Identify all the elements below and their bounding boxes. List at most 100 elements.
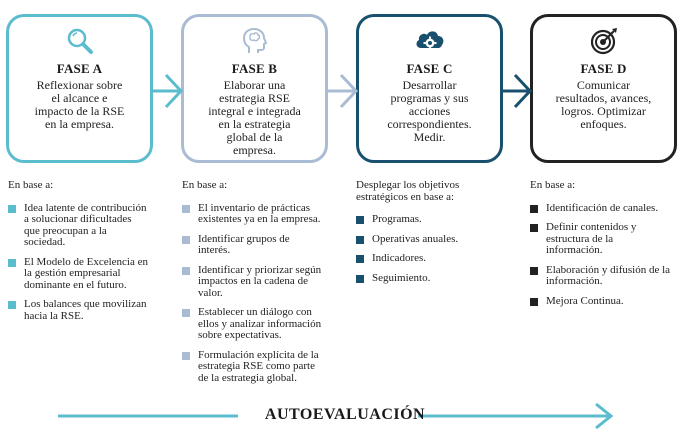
description-line: en la empresa.: [45, 117, 114, 131]
square-bullet-icon: [182, 266, 190, 275]
square-bullet-icon: [8, 204, 16, 213]
list-item-line: Formulación explícita de la: [198, 348, 319, 361]
list-item-line: ellos y analizar información: [198, 317, 322, 330]
target-icon: [533, 26, 674, 56]
square-bullet-icon: [8, 301, 16, 309]
list-item: Operativas anuales.: [356, 232, 521, 246]
autoevaluacion-arrow: [58, 402, 614, 430]
list-item-line: dominante en el futuro.: [24, 278, 127, 291]
description-line: el alcance e: [51, 91, 108, 105]
intro-line: estratégicos en base a:: [356, 190, 455, 203]
description-line: acciones: [408, 104, 451, 118]
list-item-line: Indicadores.: [372, 252, 427, 264]
list-item-line: sobre expectativas.: [198, 329, 282, 341]
list-item-line: Elaboración y difusión de la: [546, 263, 671, 276]
list-item-line: Seguimiento.: [372, 271, 431, 284]
brain-head-icon: [184, 26, 325, 56]
cloud-gear-icon: [359, 26, 500, 56]
square-bullet-icon: [182, 235, 190, 244]
description-line: Comunicar: [576, 78, 631, 92]
list-item-line: existentes ya en la empresa.: [198, 213, 321, 225]
intro-line: En base a:: [530, 179, 576, 191]
list-item-line: información.: [546, 275, 603, 287]
list-item-line: de la estrategia global.: [198, 371, 297, 384]
list-item: Mejora Continua.: [530, 294, 690, 308]
phase-d-title: FASE D: [580, 61, 627, 76]
list-item-line: información.: [546, 244, 603, 256]
square-bullet-icon: [356, 216, 364, 224]
list-item-line: Operativas anuales.: [372, 232, 459, 245]
square-bullet-icon: [356, 274, 364, 283]
description-line: Medir.: [413, 130, 446, 144]
square-bullet-icon: [182, 204, 190, 213]
square-bullet-icon: [356, 235, 364, 244]
description-line: empresa.: [233, 143, 276, 157]
list-item-line: Los balances que movilizan: [24, 298, 147, 310]
list-item-line: El Modelo de Excelencia en: [24, 255, 149, 268]
intro-line: En base a:: [8, 179, 54, 191]
list-item-line: a solucionar dificultades: [24, 213, 132, 225]
arrow-c-to-d: [501, 73, 533, 109]
list-item-line: Idea latente de contribución: [24, 201, 147, 214]
list-item-line: hacia la RSE.: [24, 309, 84, 322]
list-item-line: estructura de la: [546, 232, 614, 245]
phase-b-title: FASE B: [231, 61, 278, 76]
description-line: resultados, avances,: [555, 91, 652, 105]
square-bullet-icon: [182, 309, 190, 317]
list-item: Identificación de canales.: [530, 202, 690, 215]
phase-a-title: FASE A: [56, 61, 103, 76]
intro-line: Desplegar los objetivos: [356, 179, 460, 191]
list-item-line: interés.: [198, 244, 231, 256]
description-line: programas y sus: [390, 91, 469, 105]
list-item-line: la gestión empresarial: [24, 267, 121, 279]
list-item-line: sociedad.: [24, 236, 66, 248]
description-line: integral e integrada: [208, 104, 301, 118]
intro-line: En base a:: [182, 179, 228, 191]
list-item-line: estrategia RSE como parte: [198, 360, 315, 372]
description-line: logros. Optimizar: [561, 104, 646, 118]
description-line: enfoques.: [580, 117, 627, 131]
list-item-line: impactos en la cadena de: [198, 275, 308, 287]
list-item: Indicadores.: [356, 252, 521, 265]
autoevaluacion-label: AUTOEVALUACIÓN: [264, 406, 426, 423]
list-item-line: Definir contenidos y: [546, 221, 637, 233]
square-bullet-icon: [182, 351, 190, 360]
description-line: global de la: [226, 130, 283, 144]
bullet-list: Identificación de canales. Definir conten…: [530, 202, 690, 308]
square-bullet-icon: [530, 204, 538, 213]
description-line: impacto de la RSE: [34, 104, 125, 118]
description-line: Elaborar una: [223, 78, 286, 92]
column-intro: En base a:: [8, 179, 173, 192]
list-item-line: que preocupan a la: [24, 224, 107, 237]
list-item-line: Identificar y priorizar según: [198, 263, 322, 276]
list-item-line: Establecer un diálogo con: [198, 306, 312, 318]
list-item-line: Mejora Continua.: [546, 294, 624, 307]
arrow-b-to-c: [327, 73, 359, 109]
list-item-line: valor.: [198, 286, 223, 299]
square-bullet-icon: [8, 258, 16, 267]
square-bullet-icon: [530, 224, 538, 232]
list-item: Programas.: [356, 213, 521, 226]
list-item: Seguimiento.: [356, 271, 521, 285]
